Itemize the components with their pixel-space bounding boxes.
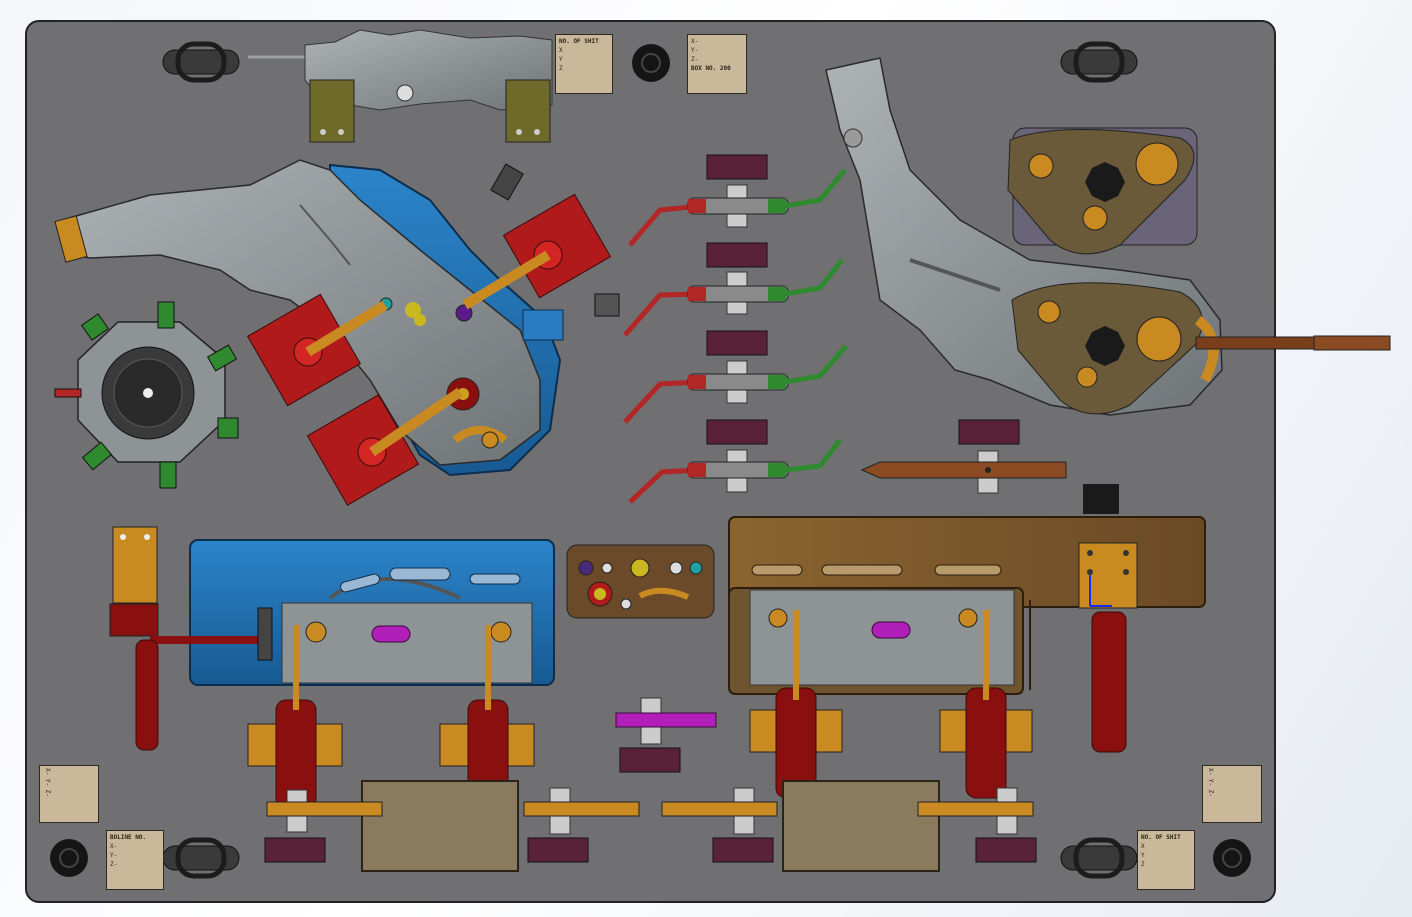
plaque-row: Y — [559, 56, 563, 63]
plaque-text: X- Y- Z- — [1207, 768, 1214, 797]
toggle-clamp[interactable] — [247, 625, 343, 811]
lifting-handle[interactable] — [1060, 837, 1138, 879]
locating-bushing — [50, 839, 88, 877]
left-door-panel-fixture[interactable] — [54, 159, 620, 477]
plaque-row: Y- — [691, 47, 699, 54]
slide-pin-station[interactable] — [628, 154, 847, 247]
info-plaque-bottom-left-a: X- Y- Z- — [39, 765, 99, 823]
plaque-row: Y- — [110, 852, 118, 859]
locating-bushing — [1213, 839, 1251, 877]
round-part-nest[interactable] — [54, 301, 239, 489]
rotating-clamp-plate[interactable] — [1011, 282, 1391, 415]
toggle-clamp[interactable] — [749, 610, 843, 799]
plaque-title: NO. OF SHIT — [559, 38, 599, 45]
top-sheet-metal-part[interactable] — [248, 29, 553, 143]
slide-pin-station[interactable] — [860, 419, 1067, 494]
slide-pin-station[interactable] — [615, 697, 717, 773]
plaque-text: X- Y- Z- — [44, 768, 51, 797]
info-plaque-bottom-right-a: X- Y- Z- — [1202, 765, 1262, 823]
plaque-row: Z — [559, 65, 563, 72]
info-plaque-bottom-left-b: BOLINE NO. X- Y- Z- — [106, 830, 164, 890]
plaque-row: Y — [1141, 852, 1145, 859]
toggle-clamp[interactable] — [462, 193, 612, 310]
locating-bushing — [632, 44, 670, 82]
slide-pin-station[interactable] — [661, 787, 778, 863]
plaque-row: Z — [1141, 861, 1145, 868]
lifting-handle[interactable] — [162, 41, 240, 83]
slide-pin-station[interactable] — [917, 787, 1037, 863]
plaque-footer: BOX NO. 200 — [691, 65, 731, 72]
lifting-handle[interactable] — [1060, 41, 1138, 83]
plaque-title: NO. OF SHIT — [1141, 834, 1181, 841]
info-plaque-top-center: NO. OF SHIT X Y Z — [555, 34, 613, 94]
plaque-row: X- — [691, 38, 699, 45]
rotating-clamp-plate[interactable] — [1007, 127, 1198, 255]
plaque-row: Z- — [691, 56, 699, 63]
mounting-plate — [361, 780, 940, 872]
toggle-clamp[interactable] — [939, 610, 1033, 799]
slide-pin-station[interactable] — [623, 242, 844, 337]
plaque-row: Z- — [110, 861, 118, 868]
plaque-row: X — [1141, 843, 1145, 850]
toggle-clamp[interactable] — [306, 387, 463, 506]
plaque-row: X — [559, 47, 563, 54]
slide-pin-station[interactable] — [628, 419, 842, 504]
info-plaque-top-right: X- Y- Z- BOX NO. 200 — [687, 34, 747, 94]
lifting-handle[interactable] — [162, 837, 240, 879]
plaque-row: X- — [110, 843, 118, 850]
reference-pin-panel[interactable] — [566, 544, 715, 619]
info-plaque-bottom-right-b: NO. OF SHIT X Y Z — [1137, 830, 1195, 890]
toggle-clamp[interactable] — [246, 293, 388, 407]
slide-pin-station[interactable] — [623, 330, 848, 424]
slide-pin-station[interactable] — [264, 789, 383, 863]
slide-pin-station[interactable] — [523, 787, 640, 863]
blue-locating-fixture[interactable] — [109, 526, 555, 751]
plaque-title: BOLINE NO. — [110, 834, 147, 841]
